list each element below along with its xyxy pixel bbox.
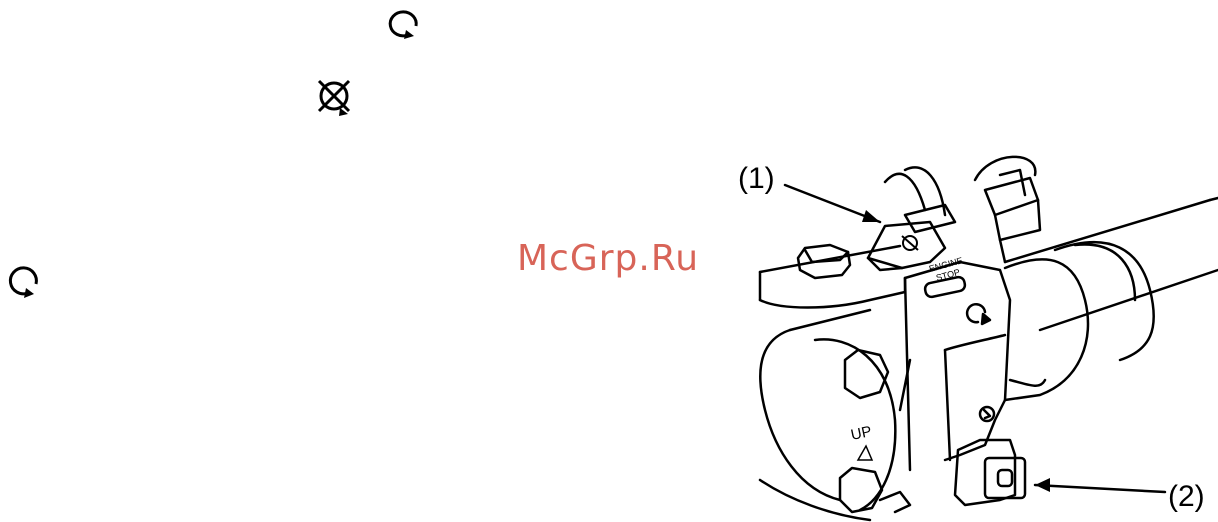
cable-left (885, 174, 925, 210)
engine-run-icon (4, 264, 44, 300)
shift-label-up: UP (849, 423, 873, 444)
callout-arrow-2 (1035, 485, 1165, 492)
handlebar-switch-illustration: ENGINE STOP UP (740, 150, 1218, 522)
engine-stop-switch (868, 222, 945, 268)
cable-nut (985, 178, 1038, 215)
engine-run-icon (384, 8, 424, 40)
engine-stop-icon (314, 78, 358, 118)
watermark-text: McGrp.Ru (517, 238, 699, 279)
